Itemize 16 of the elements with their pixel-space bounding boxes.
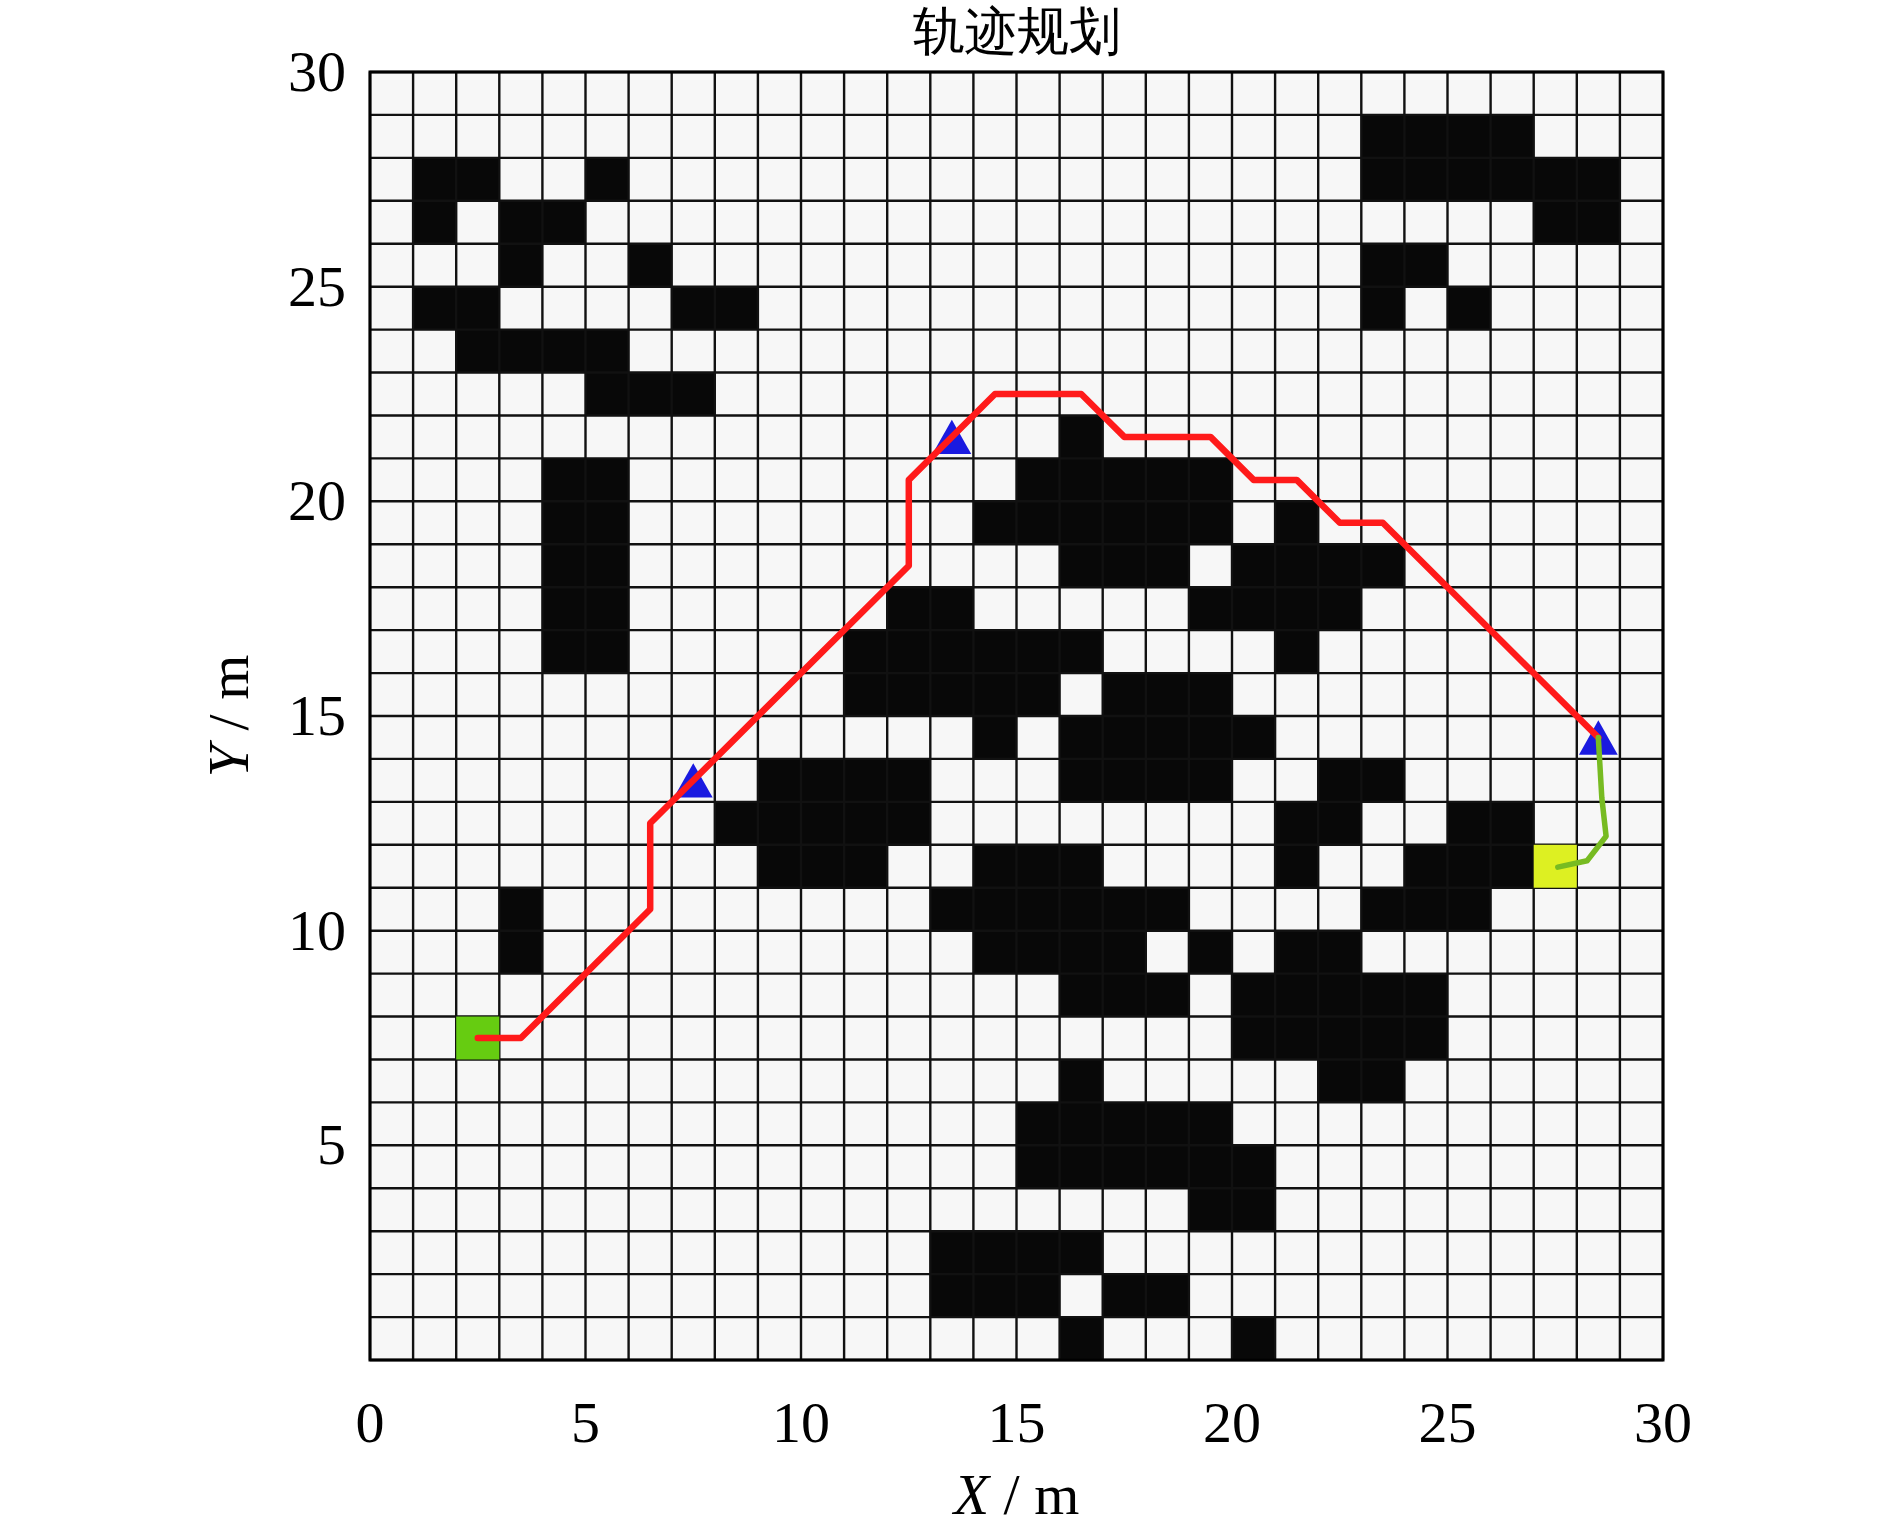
y-tick-label: 5	[317, 1116, 346, 1175]
x-tick-label: 30	[1634, 1394, 1692, 1452]
x-tick-label: 15	[987, 1394, 1046, 1452]
y-tick-label: 15	[288, 687, 346, 745]
y-tick-label: 25	[288, 257, 346, 316]
x-tick-label: 0	[355, 1394, 385, 1452]
x-tick-label: 20	[1203, 1394, 1261, 1452]
x-tick-label: 10	[772, 1394, 830, 1452]
x-tick-label: 25	[1418, 1394, 1477, 1452]
chart-title: 轨迹规划	[912, 6, 1121, 58]
y-tick-label: 20	[288, 472, 346, 531]
x-axis-title: X / m	[953, 1466, 1080, 1524]
y-tick-label: 30	[288, 43, 346, 101]
x-tick-label: 5	[571, 1394, 600, 1452]
y-tick-label: 10	[288, 901, 346, 960]
y-axis-title: Y / m	[200, 654, 258, 778]
